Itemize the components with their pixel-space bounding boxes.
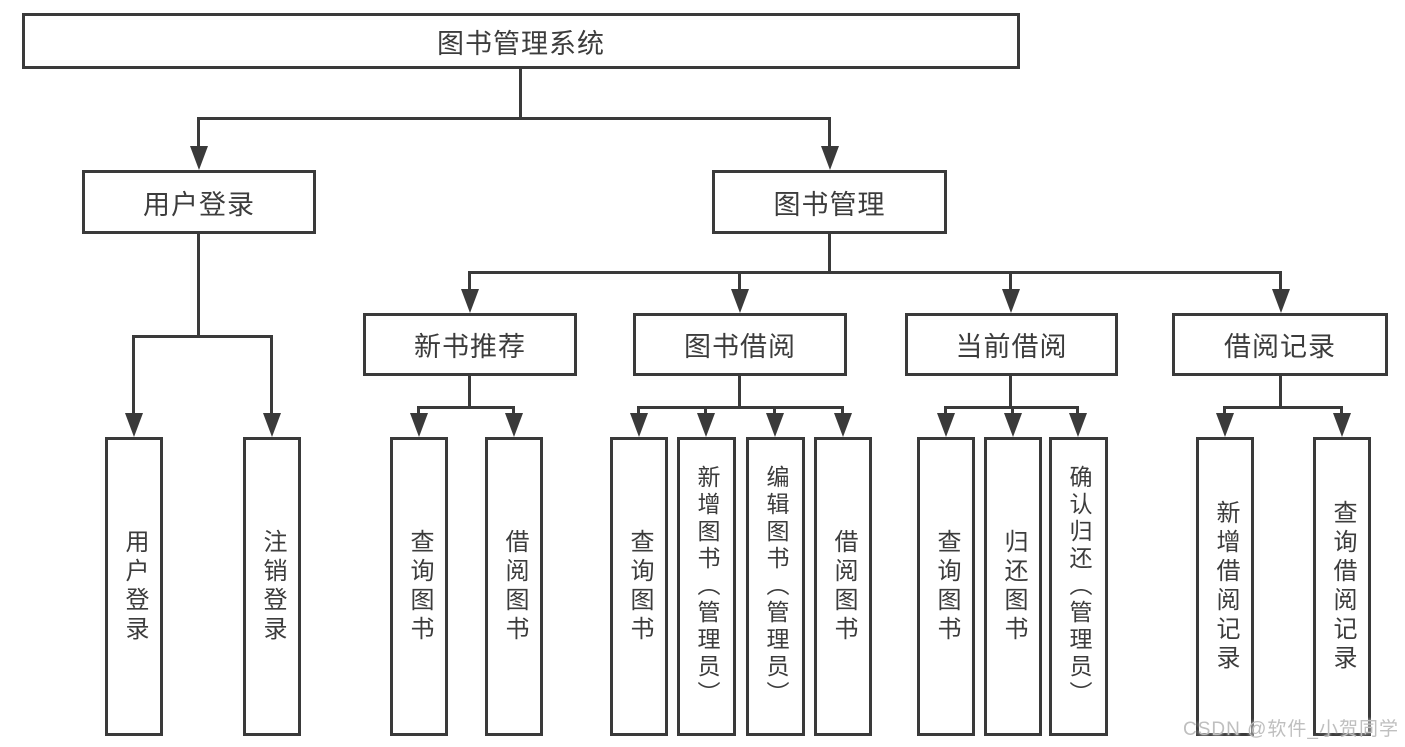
leaf-user-login-label: 用户登录 xyxy=(121,528,148,645)
arrowhead xyxy=(1002,289,1020,313)
connector-line xyxy=(270,335,273,418)
node-current-borrow-label: 当前借阅 xyxy=(955,332,1068,362)
arrowhead xyxy=(1216,413,1234,437)
node-root-label: 图书管理系统 xyxy=(437,28,605,59)
leaf-current-query-label: 查询图书 xyxy=(933,528,960,645)
node-new-book-recommend: 新书推荐 xyxy=(363,313,577,376)
leaf-borrow-add-admin-label: 新增图书（管理员） xyxy=(694,465,720,708)
arrowhead xyxy=(697,413,715,437)
leaf-borrow-edit-admin: 编辑图书（管理员） xyxy=(746,437,805,736)
connector-line xyxy=(738,271,741,293)
arrowhead xyxy=(766,413,784,437)
connector-line xyxy=(637,406,640,418)
leaf-newbook-borrow-label: 借阅图书 xyxy=(501,528,528,645)
arrowhead xyxy=(190,146,208,170)
arrowhead xyxy=(505,413,523,437)
leaf-borrow-borrow: 借阅图书 xyxy=(814,437,872,736)
csdn-watermark: CSDN @软件_小贺同学 xyxy=(1183,719,1399,740)
connector-line xyxy=(132,335,273,338)
leaf-newbook-query: 查询图书 xyxy=(390,437,448,736)
connector-line xyxy=(1279,376,1282,406)
leaf-current-query: 查询图书 xyxy=(917,437,975,736)
leaf-current-confirm-admin: 确认归还（管理员） xyxy=(1049,437,1108,736)
arrowhead xyxy=(821,146,839,170)
leaf-user-logout: 注销登录 xyxy=(243,437,301,736)
node-user-login: 用户登录 xyxy=(82,170,316,234)
arrowhead xyxy=(630,413,648,437)
node-book-borrow: 图书借阅 xyxy=(633,313,847,376)
node-new-book-recommend-label: 新书推荐 xyxy=(414,332,526,362)
leaf-record-add-label: 新增借阅记录 xyxy=(1212,499,1239,674)
node-borrow-record-label: 借阅记录 xyxy=(1224,332,1336,362)
connector-line xyxy=(1340,406,1343,418)
leaf-newbook-query-label: 查询图书 xyxy=(406,528,433,645)
connector-line xyxy=(1279,271,1282,293)
arrowhead xyxy=(834,413,852,437)
leaf-borrow-borrow-label: 借阅图书 xyxy=(830,528,857,645)
connector-line xyxy=(1009,376,1012,406)
node-book-management-label: 图书管理 xyxy=(773,189,886,220)
connector-line xyxy=(1009,271,1012,293)
node-borrow-record: 借阅记录 xyxy=(1172,313,1388,376)
leaf-current-return: 归还图书 xyxy=(984,437,1042,736)
connector-line xyxy=(197,117,200,150)
arrowhead xyxy=(263,413,281,437)
connector-line xyxy=(841,406,844,418)
connector-line xyxy=(1076,406,1079,418)
node-book-management: 图书管理 xyxy=(712,170,947,234)
connector-line xyxy=(417,406,515,409)
arrowhead xyxy=(731,289,749,313)
connector-line xyxy=(512,406,515,418)
connector-line xyxy=(417,406,420,418)
arrowhead xyxy=(1004,413,1022,437)
connector-line xyxy=(1223,406,1343,409)
arrowhead xyxy=(461,289,479,313)
node-book-borrow-label: 图书借阅 xyxy=(684,332,796,362)
connector-line xyxy=(828,117,831,150)
connector-line xyxy=(704,406,707,418)
leaf-borrow-edit-admin-label: 编辑图书（管理员） xyxy=(763,465,789,708)
connector-line xyxy=(519,69,522,117)
connector-line xyxy=(468,271,471,293)
arrowhead xyxy=(1272,289,1290,313)
leaf-current-confirm-admin-label: 确认归还（管理员） xyxy=(1066,465,1092,708)
connector-line xyxy=(197,117,831,120)
connector-line xyxy=(468,271,1282,274)
arrowhead xyxy=(1069,413,1087,437)
node-root: 图书管理系统 xyxy=(22,13,1020,69)
arrowhead xyxy=(937,413,955,437)
leaf-borrow-query-label: 查询图书 xyxy=(626,528,653,645)
arrowhead xyxy=(410,413,428,437)
leaf-borrow-query: 查询图书 xyxy=(610,437,668,736)
leaf-record-add: 新增借阅记录 xyxy=(1196,437,1254,736)
arrowhead xyxy=(125,413,143,437)
leaf-user-logout-label: 注销登录 xyxy=(259,528,286,645)
connector-line xyxy=(197,234,200,335)
leaf-newbook-borrow: 借阅图书 xyxy=(485,437,543,736)
leaf-borrow-add-admin: 新增图书（管理员） xyxy=(677,437,736,736)
leaf-current-return-label: 归还图书 xyxy=(1000,528,1027,645)
connector-line xyxy=(944,406,947,418)
node-user-login-label: 用户登录 xyxy=(143,189,255,220)
connector-line xyxy=(773,406,776,418)
leaf-user-login: 用户登录 xyxy=(105,437,163,736)
leaf-record-query: 查询借阅记录 xyxy=(1313,437,1371,736)
leaf-record-query-label: 查询借阅记录 xyxy=(1329,499,1356,674)
connector-line xyxy=(637,406,844,409)
connector-line xyxy=(1223,406,1226,418)
connector-line xyxy=(468,376,471,406)
arrowhead xyxy=(1333,413,1351,437)
connector-line xyxy=(828,234,831,271)
connector-line xyxy=(1011,406,1014,418)
connector-line xyxy=(132,335,135,418)
node-current-borrow: 当前借阅 xyxy=(905,313,1118,376)
connector-line xyxy=(738,376,741,406)
